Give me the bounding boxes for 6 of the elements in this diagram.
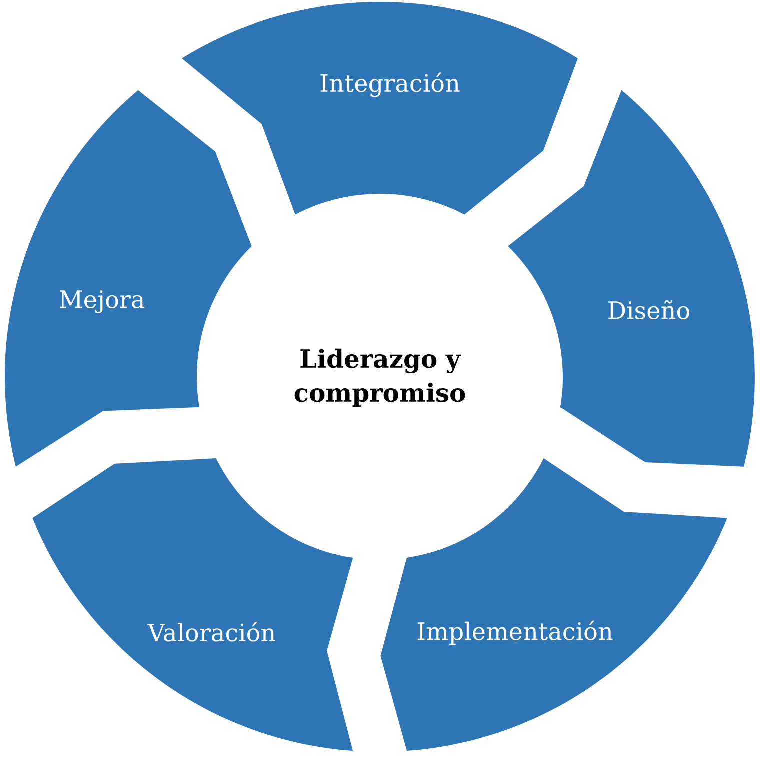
- cycle-segment: Diseño: [508, 90, 755, 467]
- cycle-segment: Implementación: [380, 458, 728, 751]
- cycle-segment: Mejora: [5, 90, 252, 467]
- cycle-segment: Valoración: [32, 458, 354, 752]
- cycle-segment: Integración: [182, 2, 578, 215]
- center-label: Liderazgo y compromiso: [294, 348, 466, 408]
